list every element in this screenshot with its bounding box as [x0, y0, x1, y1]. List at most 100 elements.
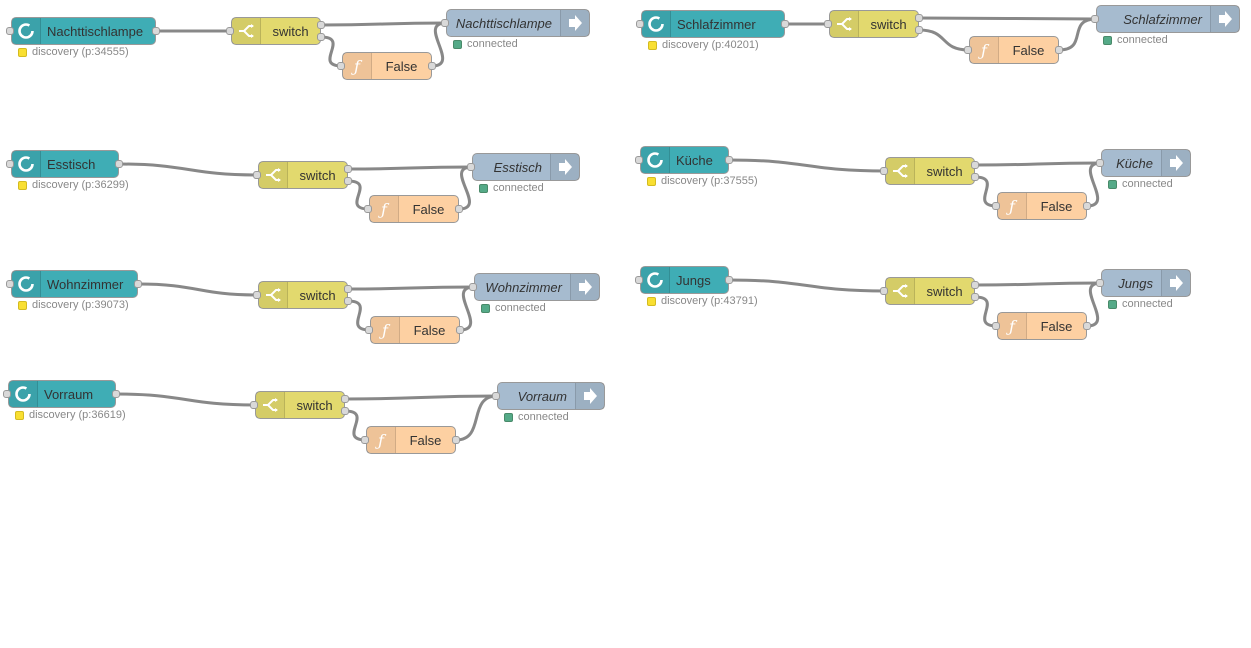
output-node-kueche[interactable]: Küche: [1101, 149, 1191, 177]
input-port[interactable]: [492, 392, 500, 400]
switch-node-jungs[interactable]: switch: [885, 277, 975, 305]
input-port[interactable]: [635, 276, 643, 284]
wire[interactable]: [118, 162, 259, 177]
switch-node-esstisch[interactable]: switch: [258, 161, 348, 189]
wire[interactable]: [728, 158, 886, 173]
input-port[interactable]: [226, 27, 234, 35]
input-port[interactable]: [3, 390, 11, 398]
input-node-jungs[interactable]: Jungs: [640, 266, 729, 294]
output-port[interactable]: [725, 276, 733, 284]
wire[interactable]: [320, 21, 447, 27]
input-port[interactable]: [469, 283, 477, 291]
input-port[interactable]: [1096, 279, 1104, 287]
input-node-schlafzimmer[interactable]: Schlafzimmer: [641, 10, 785, 38]
output-port[interactable]: [115, 160, 123, 168]
input-port[interactable]: [365, 326, 373, 334]
input-port[interactable]: [1096, 159, 1104, 167]
wire[interactable]: [344, 394, 498, 401]
input-port[interactable]: [253, 171, 261, 179]
output-node-jungs[interactable]: Jungs: [1101, 269, 1191, 297]
input-port[interactable]: [364, 205, 372, 213]
input-node-nachttischlampe[interactable]: Nachttischlampe: [11, 17, 156, 45]
output-node-nachttischlampe[interactable]: Nachttischlampe: [446, 9, 590, 37]
output-port[interactable]: [725, 156, 733, 164]
output-port[interactable]: [317, 21, 325, 29]
input-port[interactable]: [337, 62, 345, 70]
output-port[interactable]: [1083, 322, 1091, 330]
wire[interactable]: [137, 282, 259, 297]
output-port[interactable]: [344, 165, 352, 173]
switch-node-nachttischlampe[interactable]: switch: [231, 17, 321, 45]
output-node-wohnzimmer[interactable]: Wohnzimmer: [474, 273, 600, 301]
wire[interactable]: [918, 16, 1097, 21]
input-port[interactable]: [635, 156, 643, 164]
output-port[interactable]: [428, 62, 436, 70]
wire[interactable]: [1058, 17, 1097, 52]
output-port[interactable]: [112, 390, 120, 398]
output-node-schlafzimmer[interactable]: Schlafzimmer: [1096, 5, 1240, 33]
input-port[interactable]: [6, 280, 14, 288]
input-port[interactable]: [880, 167, 888, 175]
input-node-vorraum[interactable]: Vorraum: [8, 380, 116, 408]
wire[interactable]: [1086, 281, 1102, 328]
output-port[interactable]: [971, 173, 979, 181]
input-port[interactable]: [964, 46, 972, 54]
switch-node-wohnzimmer[interactable]: switch: [258, 281, 348, 309]
input-port[interactable]: [636, 20, 644, 28]
output-port[interactable]: [781, 20, 789, 28]
wire[interactable]: [320, 35, 343, 68]
wire[interactable]: [459, 285, 475, 332]
wire[interactable]: [115, 392, 256, 407]
output-port[interactable]: [134, 280, 142, 288]
wire[interactable]: [431, 21, 447, 68]
output-node-esstisch[interactable]: Esstisch: [472, 153, 580, 181]
input-port[interactable]: [250, 401, 258, 409]
input-port[interactable]: [253, 291, 261, 299]
wire[interactable]: [974, 295, 998, 328]
input-node-esstisch[interactable]: Esstisch: [11, 150, 119, 178]
wire[interactable]: [974, 175, 998, 208]
input-port[interactable]: [824, 20, 832, 28]
input-port[interactable]: [992, 202, 1000, 210]
wire[interactable]: [455, 394, 498, 442]
output-port[interactable]: [915, 26, 923, 34]
output-port[interactable]: [971, 161, 979, 169]
input-port[interactable]: [467, 163, 475, 171]
wire[interactable]: [458, 165, 473, 211]
output-port[interactable]: [344, 177, 352, 185]
switch-node-kueche[interactable]: switch: [885, 157, 975, 185]
input-port[interactable]: [361, 436, 369, 444]
wire[interactable]: [974, 161, 1102, 167]
output-port[interactable]: [152, 27, 160, 35]
wire[interactable]: [347, 179, 370, 211]
wire[interactable]: [918, 28, 970, 52]
output-port[interactable]: [344, 285, 352, 293]
wire[interactable]: [974, 281, 1102, 287]
input-node-wohnzimmer[interactable]: Wohnzimmer: [11, 270, 138, 298]
input-port[interactable]: [6, 27, 14, 35]
input-port[interactable]: [441, 19, 449, 27]
output-port[interactable]: [1083, 202, 1091, 210]
wire[interactable]: [347, 299, 371, 332]
switch-node-schlafzimmer[interactable]: switch: [829, 10, 919, 38]
input-node-kueche[interactable]: Küche: [640, 146, 729, 174]
output-port[interactable]: [344, 297, 352, 305]
output-port[interactable]: [1055, 46, 1063, 54]
output-port[interactable]: [971, 293, 979, 301]
output-node-vorraum[interactable]: Vorraum: [497, 382, 605, 410]
input-port[interactable]: [880, 287, 888, 295]
output-port[interactable]: [915, 14, 923, 22]
wire[interactable]: [728, 278, 886, 293]
input-port[interactable]: [1091, 15, 1099, 23]
output-port[interactable]: [971, 281, 979, 289]
wire[interactable]: [344, 409, 367, 442]
input-port[interactable]: [6, 160, 14, 168]
output-port[interactable]: [341, 407, 349, 415]
input-port[interactable]: [992, 322, 1000, 330]
